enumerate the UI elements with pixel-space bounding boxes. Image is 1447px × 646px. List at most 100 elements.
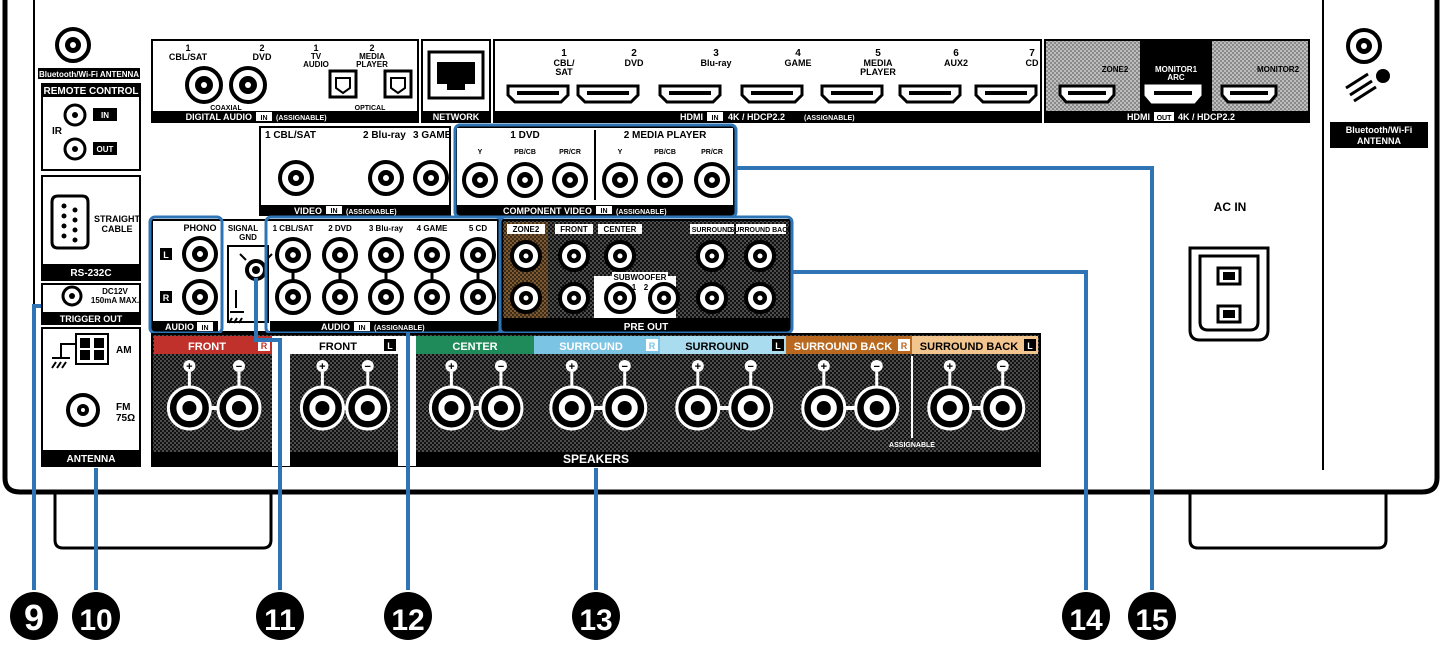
speaker-channel-label: SURROUND BACK <box>920 341 1018 353</box>
callout-lines <box>32 166 1154 590</box>
speaker-side-badge: L <box>1027 341 1033 351</box>
dig-cbl-num: 1 <box>185 43 190 53</box>
speaker-center: CENTER+− <box>416 336 534 431</box>
svg-text:+: + <box>186 361 192 373</box>
hdmi-out-port-monitor1 <box>1144 84 1202 104</box>
speaker-channel-label: FRONT <box>319 341 357 353</box>
audio-in-label: AUDIO <box>321 322 350 332</box>
preout-front: FRONT <box>560 225 588 234</box>
rs232c-section: STRAIGHT CABLE RS-232C <box>41 175 141 281</box>
component-jack-label: PR/CR <box>559 149 581 156</box>
phono-label: PHONO <box>183 223 216 233</box>
svg-text:−: − <box>874 361 880 373</box>
speaker-channel-label: CENTER <box>452 341 497 353</box>
preout-surround-back: SURROUND BACK <box>730 227 793 234</box>
trigger-out-section: DC12V 150mA MAX. TRIGGER OUT <box>41 283 141 325</box>
audio-in-jack-r-2 <box>322 279 358 315</box>
bt-antenna-left: Bluetooth/Wi-Fi ANTENNA <box>38 27 140 79</box>
svg-text:+: + <box>695 361 701 373</box>
callout-line-15 <box>736 166 1154 590</box>
hdmi-out-monitor1: MONITOR1 <box>1155 65 1198 74</box>
hdmi-out-zone2: ZONE2 <box>1102 65 1129 74</box>
speaker-front-l: FRONT L + − <box>290 336 398 431</box>
hdmi-in-num: 1 <box>561 48 567 59</box>
speaker-side-badge: L <box>387 341 393 351</box>
component-label: COMPONENT VIDEO <box>503 206 592 216</box>
video-cbl-label: 1 CBL/SAT <box>265 130 316 141</box>
dig-tv-label-2: AUDIO <box>303 60 329 69</box>
callout-number: 9 <box>24 597 44 638</box>
component-jack-label: Y <box>478 149 483 156</box>
speaker-channel-label: SURROUND BACK <box>794 341 892 353</box>
hdmi-out-arc: ARC <box>1167 73 1185 82</box>
hdmi-in-name: MEDIA <box>864 58 894 68</box>
hdmi-in-name-2: PLAYER <box>860 67 896 77</box>
audio-in-jack-l-5 <box>460 237 496 273</box>
video-jack-3 <box>413 160 449 196</box>
hdmi-in-spec: 4K / HDCP2.2 <box>728 112 785 122</box>
callout-9: 9 <box>10 592 58 640</box>
hdmi-in-name: AUX2 <box>944 58 968 68</box>
antenna-fm-ohm: 75Ω <box>116 413 135 424</box>
hdmi-out-port-zone2 <box>1058 84 1116 104</box>
speaker-side-badge: R <box>261 341 268 351</box>
network-label: NETWORK <box>433 112 480 122</box>
speaker-terminal-plus: + <box>299 360 345 431</box>
callout-number: 10 <box>79 604 112 637</box>
dig-mp-label-2: PLAYER <box>356 60 388 69</box>
phono-r-badge: R <box>163 293 170 303</box>
svg-text:+: + <box>319 361 325 373</box>
hdmi-out-port-monitor2 <box>1220 84 1278 104</box>
hdmi-out-badge: OUT <box>1157 115 1173 122</box>
hdmi-in-name: Blu-ray <box>700 58 731 68</box>
coaxial-jack-2 <box>229 66 267 104</box>
component-assignable: (ASSIGNABLE) <box>616 209 667 216</box>
audio-in-section: PHONO L R AUDIO IN SIGNAL GND 1 CBL/SAT … <box>148 215 503 335</box>
dig-mp-num: 2 <box>369 43 374 53</box>
component-in-badge: IN <box>601 208 608 215</box>
rs232-label: RS-232C <box>70 268 111 279</box>
speaker-channel-label: FRONT <box>188 341 226 353</box>
preout-jack-bottom-5 <box>696 282 728 314</box>
phono-in-badge: IN <box>202 325 209 332</box>
hdmi-in-badge: IN <box>712 115 719 122</box>
callout-number: 15 <box>1135 604 1168 637</box>
ac-in-section: AC IN <box>1188 200 1270 342</box>
speaker-channel-label: SURROUND <box>559 341 623 353</box>
svg-text:+: + <box>947 361 953 373</box>
preout-sub2: 2 <box>644 283 649 292</box>
remote-ir-label: IR <box>52 126 63 137</box>
remote-control-section: REMOTE CONTROL IR IN OUT <box>41 83 141 171</box>
video-in-badge: IN <box>331 208 338 215</box>
preout-jack-top-4 <box>696 240 728 272</box>
pre-out-section: ZONE2 FRONT CENTER SURROUND SURROUND BAC… <box>498 215 794 335</box>
audio-in-jack-r-4 <box>414 279 450 315</box>
hdmi-in-num: 3 <box>713 48 719 59</box>
svg-text:−: − <box>365 361 371 373</box>
dig-dvd-num: 2 <box>259 43 264 53</box>
preout-jack-top-5 <box>744 240 776 272</box>
callout-line-11 <box>254 278 282 590</box>
video-jack-1 <box>278 160 314 196</box>
hdmi-in-label: HDMI <box>680 112 703 122</box>
dig-optical-label: OPTICAL <box>355 105 386 112</box>
preout-jack-top-2 <box>558 240 590 272</box>
callout-line-14 <box>792 270 1088 590</box>
hdmi-in-assignable: (ASSIGNABLE) <box>804 115 855 122</box>
speaker-terminal-plus: + <box>927 360 973 431</box>
component-jack-4 <box>602 162 638 198</box>
speaker-terminal-plus: + <box>428 360 474 431</box>
antenna-section: AM FM 75Ω ANTENNA <box>41 327 141 467</box>
hdmi-in-name: CD <box>1026 58 1039 68</box>
dig-tv-label-1: TV <box>311 52 322 61</box>
audio-in-cbl: 1 CBL/SAT <box>273 224 314 233</box>
hdmi-in-name: DVD <box>624 58 644 68</box>
speaker-terminal-plus: + <box>801 360 847 431</box>
callout-10: 10 <box>72 592 120 640</box>
